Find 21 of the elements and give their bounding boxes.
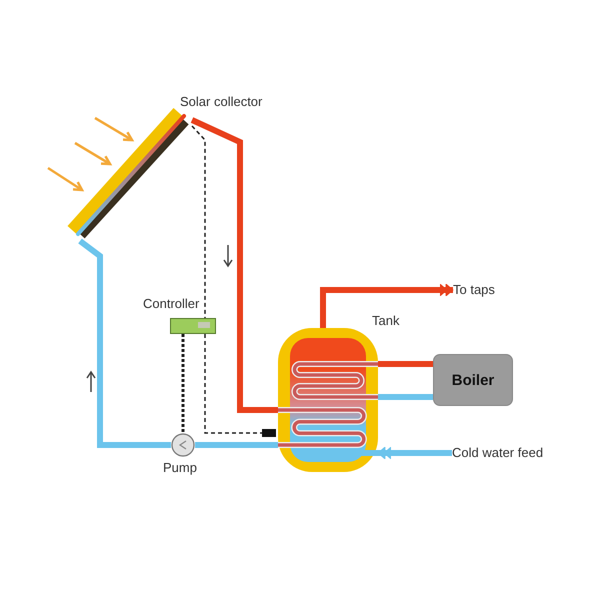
- temperature-sensor: [262, 429, 276, 437]
- pipe: [195, 442, 278, 448]
- control-wire: [191, 125, 206, 318]
- pipe: [378, 394, 433, 400]
- pipe: [378, 361, 433, 367]
- component-label: Solar collector: [180, 94, 262, 109]
- pipe-label: To taps: [453, 281, 523, 299]
- component-label: Controller: [143, 296, 200, 311]
- controller-box: [170, 318, 216, 334]
- control-wire: [182, 334, 184, 433]
- pipe: [320, 284, 454, 328]
- component-label: Tank: [372, 313, 400, 328]
- pipe-label: Cold water feed: [452, 444, 572, 462]
- pipe: [378, 446, 452, 460]
- storage-tank: [278, 328, 378, 472]
- pipe: [190, 117, 278, 413]
- pump-symbol: [171, 433, 195, 457]
- control-wire: [204, 334, 262, 434]
- boiler-box: Boiler: [433, 354, 513, 406]
- pipe: [78, 238, 171, 448]
- component-label: Pump: [163, 460, 197, 475]
